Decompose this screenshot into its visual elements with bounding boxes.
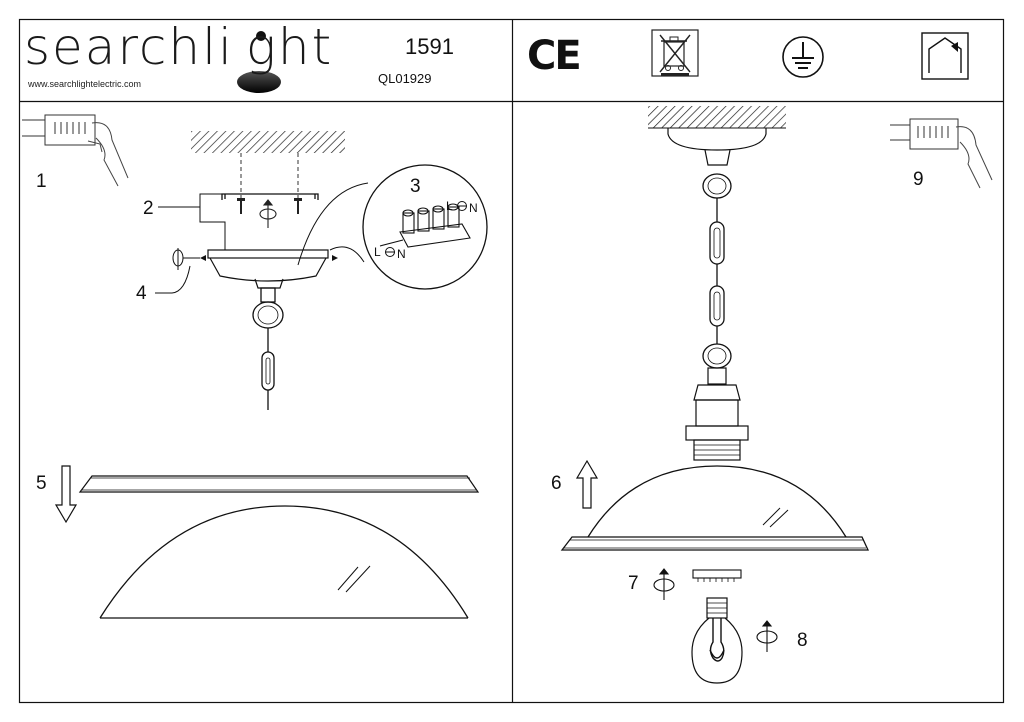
step-4-label: 4 [136, 283, 147, 304]
step-1-label: 1 [36, 171, 47, 192]
ceiling-canopy [207, 249, 329, 289]
chain-right [702, 173, 732, 369]
terminal-block-hand-icon-right [890, 118, 993, 189]
filament-bulb [691, 597, 743, 684]
step-6-label: 6 [551, 473, 562, 494]
step-2-label: 2 [143, 198, 154, 219]
glass-diffuser-left [99, 505, 469, 619]
shade-rim-left [78, 475, 480, 493]
terminal-zoom-callout: L N L N [297, 164, 488, 290]
step-9-label: 9 [913, 169, 924, 190]
step-5-arrow-down [54, 465, 78, 524]
product-code: 1591 [405, 34, 454, 59]
terminal-block-hand-icon-left [22, 114, 129, 187]
earth-ground-icon [782, 36, 824, 78]
rotate-arrow-icon-7 [653, 568, 675, 600]
shade-ring [692, 569, 742, 582]
brand-text-right: ht [277, 18, 334, 76]
step-5-label: 5 [36, 473, 47, 494]
ce-mark: CE [527, 33, 582, 79]
outer-frame [18, 18, 1005, 704]
terminal-label-l-bottom: L [374, 245, 381, 259]
website-url: www.searchlightelectric.com [28, 79, 142, 89]
step-7-label: 7 [628, 573, 639, 594]
weee-bin-icon [651, 29, 699, 77]
ceiling-canopy-right [667, 128, 767, 166]
brand-text-left: searchli [24, 18, 234, 76]
chain-left [252, 287, 284, 410]
mounting-bracket [221, 193, 319, 200]
step-6-arrow-up [575, 459, 599, 509]
logo-blob [237, 71, 281, 93]
step-3-label: 3 [410, 176, 421, 197]
lamp-holder [685, 367, 749, 461]
screw-right [294, 198, 302, 214]
logo-dot [256, 31, 266, 41]
indoor-use-icon [921, 32, 969, 80]
step-8-label: 8 [797, 630, 808, 651]
metal-shade-right [560, 465, 870, 551]
rotate-arrow-icon-8 [756, 620, 778, 652]
rotate-arrow-icon [259, 199, 277, 228]
terminal-label-n-bottom: N [397, 247, 406, 261]
ceiling-hatch-right [648, 106, 786, 128]
reference-code: QL01929 [378, 71, 432, 86]
ceiling-hatch-left [191, 131, 345, 153]
terminal-label-n-top: N [469, 201, 478, 215]
terminal-label-l-top: L [446, 199, 453, 213]
screw-left [237, 198, 245, 214]
